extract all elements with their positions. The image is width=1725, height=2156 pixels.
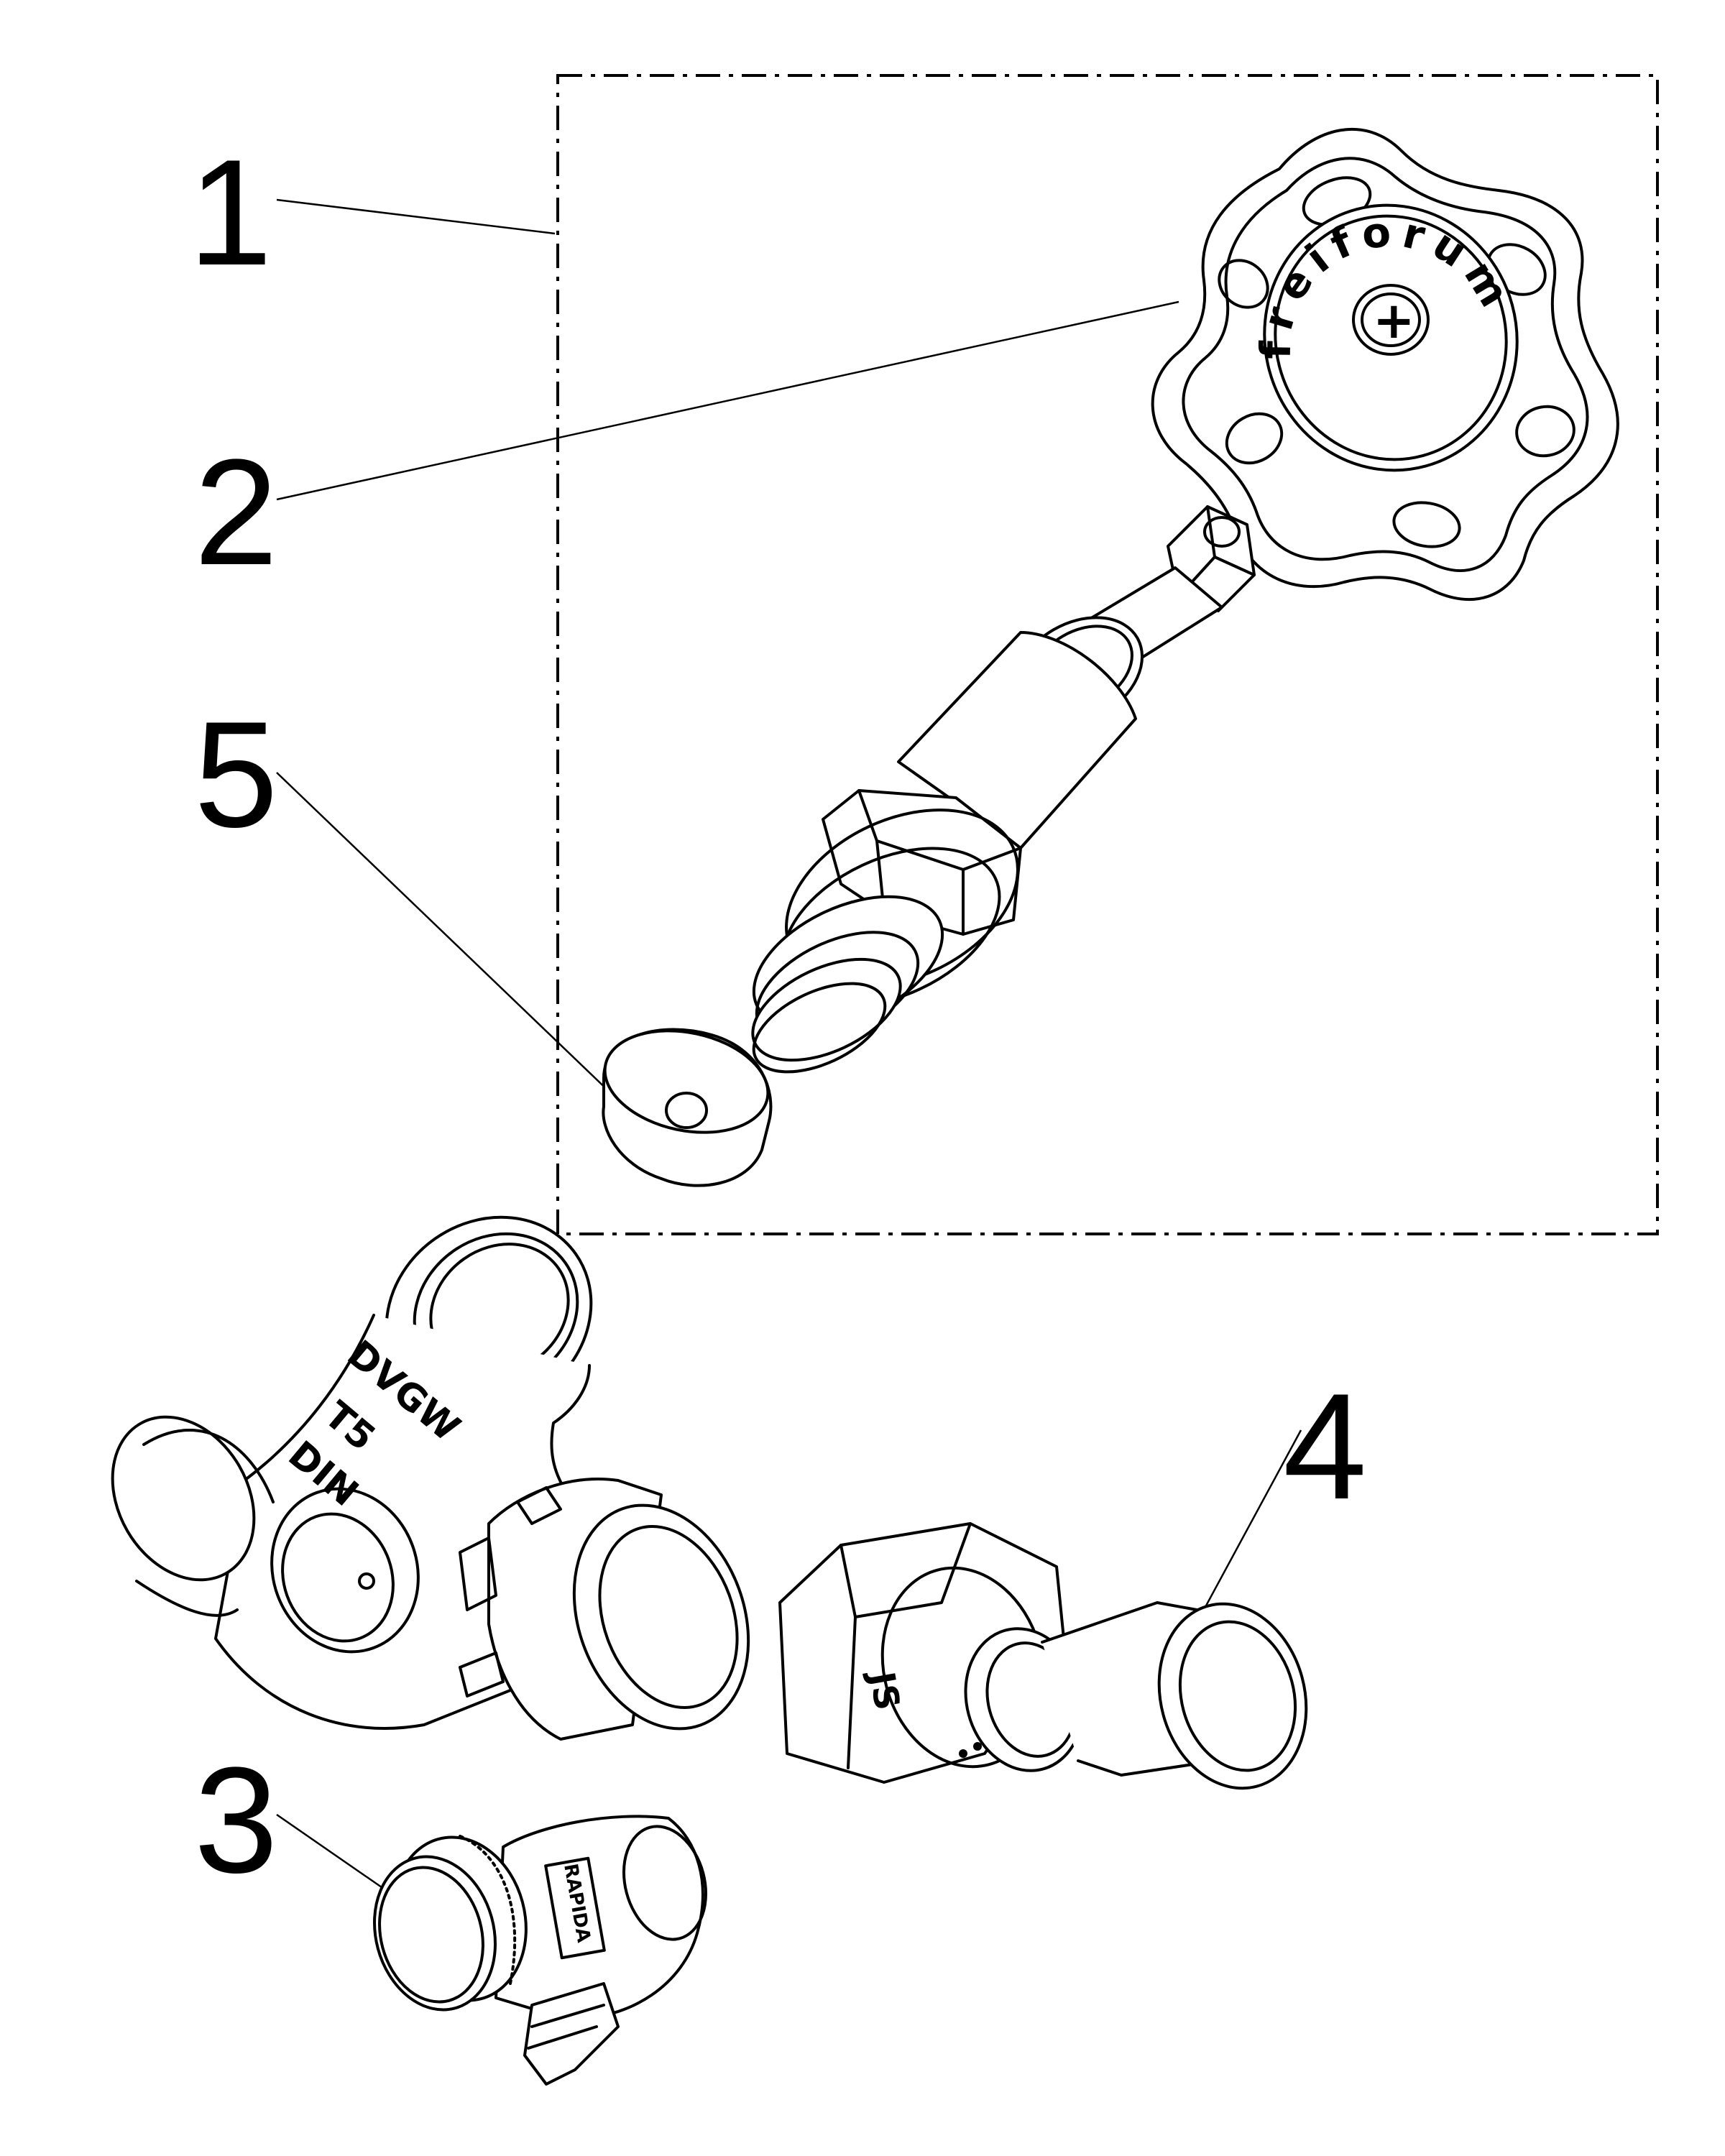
nut-dot	[959, 1749, 967, 1758]
callout-4: 4	[1283, 1362, 1367, 1531]
leader-line-5	[276, 772, 633, 1115]
nut-marking-js: JS	[861, 1667, 908, 1713]
nut-dot-2	[973, 1742, 982, 1751]
valve-stem-top-part	[751, 505, 1256, 1074]
assembly-boundary	[556, 74, 1659, 1235]
leader-line-2	[276, 300, 1179, 501]
drain-valve: RAPIDA	[373, 1815, 708, 2086]
callout-3: 3	[194, 1736, 278, 1904]
valve-body: DVGW T5 DIN	[111, 1215, 750, 1741]
union-nut-tailpiece: JS	[778, 1522, 1308, 1790]
callout-5: 5	[194, 690, 278, 859]
knob-plus-mark: +	[1373, 291, 1415, 350]
washer	[602, 1028, 773, 1187]
callout-2: 2	[194, 428, 278, 596]
callout-1: 1	[188, 128, 272, 297]
handwheel-knob: + freiforum	[1151, 127, 1619, 601]
leader-line-1	[276, 198, 556, 235]
